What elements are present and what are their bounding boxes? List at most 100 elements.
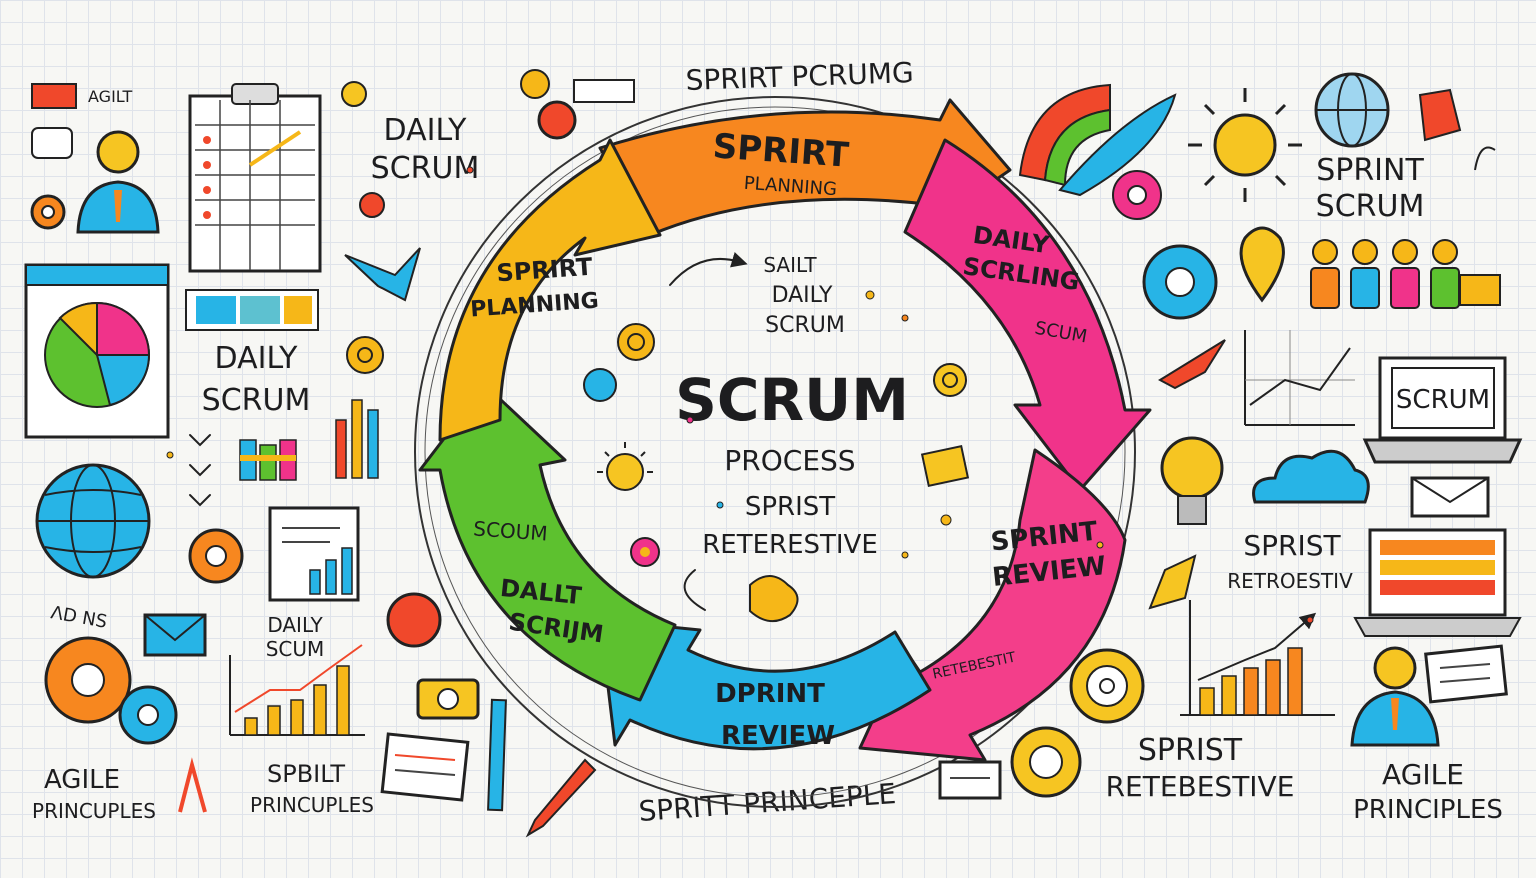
red-bird-icon [1157, 339, 1226, 390]
document-chart-icon [268, 506, 360, 602]
center-top-line2: SCRUM [765, 313, 845, 338]
sprist-right-line1: SPRIST [1243, 529, 1341, 562]
clipboard-icon [188, 83, 322, 273]
globe-icon [35, 463, 151, 579]
calendar-pie-icon [24, 263, 170, 439]
agile-principles-right-line2: PRINCIPLES [1353, 795, 1503, 825]
sprint-scrum-right-line1: SPRINT [1316, 153, 1424, 188]
daily-chart-line2: SCUM [266, 637, 325, 661]
gear-orange-icon [188, 528, 244, 584]
paint-brush-icon [525, 758, 597, 838]
checkmarks-icon [189, 434, 211, 507]
bar-chart-small-icon [335, 399, 379, 479]
sun-large-icon [1188, 88, 1302, 202]
box-icon [920, 445, 970, 487]
agile-tag-label: AGILT [88, 87, 132, 106]
center-line3: SPRIST [745, 492, 835, 522]
cloud-icon [1252, 449, 1370, 504]
center-top-line1: DAILY [772, 283, 833, 308]
blob-icon [749, 575, 799, 622]
origami-bird-icon [344, 247, 421, 302]
confetti [166, 166, 1314, 624]
flower-pink-icon [1112, 170, 1162, 220]
yellow-wing-icon [1148, 554, 1197, 610]
ring-outline-inner [424, 106, 1126, 798]
cycle-segment-green [418, 383, 677, 702]
agile-tag: AGILT [31, 83, 132, 109]
center-line2: PROCESS [724, 444, 855, 477]
pencil-icon [487, 698, 507, 812]
daily-scrum-top-line1: DAILY [384, 113, 468, 148]
sun-icon [597, 442, 653, 491]
segment-orange-line1: SPRIRT [711, 126, 850, 175]
envelope-right-icon [1410, 476, 1490, 518]
gear-small-icon [30, 194, 66, 230]
laptop-icon: SCRUM [1362, 356, 1523, 464]
center-line4: RETERESTIVE [702, 530, 878, 560]
spbilt-principles-line1: SPBILT [267, 760, 345, 788]
gear-blue-icon [1142, 244, 1218, 320]
segment-yellow-line1: SPRIRT [496, 253, 594, 288]
tape-icon [573, 79, 635, 103]
center-arrow-icon [669, 252, 748, 286]
medallion-icon [346, 336, 384, 374]
line-chart-icon [229, 644, 365, 736]
agile-principles-right-line1: AGILE [1382, 758, 1464, 791]
segment-blue-line1: DPRINT [715, 679, 825, 709]
bar-chart-colored-icon [239, 439, 297, 481]
target-small-icon [933, 363, 967, 397]
target-icon [1069, 648, 1145, 724]
cycle-segment-blue [598, 618, 932, 751]
badge-icon [341, 81, 385, 218]
laptop-stripes-icon [1353, 528, 1522, 637]
bottom-banner: SPRITT PRINCEPLE [638, 777, 898, 828]
bar-chart-right-icon [1180, 600, 1335, 716]
center-title: SCRUM [675, 366, 909, 434]
team-icon [1310, 239, 1501, 309]
sprist-bottom-line2: RETEBESTIVE [1106, 770, 1295, 803]
sprist-bottom-line1: SPRIST [1138, 733, 1243, 768]
daily-scrum-top-line2: SCRUM [371, 151, 480, 186]
flower-icon [630, 537, 660, 567]
monitor-small-icon [938, 760, 1002, 800]
agile-principles-left-line2: PRINCUPLES [32, 799, 156, 823]
top-banner: SPRIRT PCRUMG [685, 56, 914, 97]
daily-scrum-mid-line1: DAILY [215, 341, 299, 376]
globe-right-icon [1314, 72, 1390, 148]
speech-bubble-icon [31, 127, 73, 159]
location-pin-icon [1239, 226, 1285, 303]
daily-scrum-mid-line2: SCRUM [202, 383, 311, 418]
daily-chart-line1: DAILY [267, 613, 323, 637]
flower-orange-icon [520, 69, 550, 99]
sprint-scrum-right-line2: SCRUM [1316, 189, 1425, 224]
cycle-segment-pink [903, 138, 1152, 492]
scrawl-label: ɅD NS [49, 602, 109, 633]
segment-blue-line2: REVIEW [721, 721, 835, 751]
spbilt-principles-line2: PRINCUPLES [250, 793, 374, 817]
gears-icon [44, 636, 178, 745]
red-circle-icon [537, 100, 577, 140]
cycle-segment-yellow [438, 138, 662, 442]
cycle-segment-orange [598, 98, 1012, 237]
kite-icon [1418, 88, 1496, 171]
envelope-icon [143, 613, 207, 657]
ring-outline [414, 96, 1136, 808]
globe-small-icon [583, 368, 617, 402]
line-chart-right-icon [1244, 330, 1355, 426]
table-strip-icon [185, 289, 319, 331]
rainbow-icon [1018, 83, 1177, 197]
agile-principles-left-line1: AGILE [44, 765, 120, 795]
red-ball-icon [386, 592, 442, 648]
notepad-icon [380, 732, 470, 802]
laptop-screen-text: SCRUM [1396, 385, 1490, 415]
curl-arrow-icon [683, 569, 706, 611]
coin-icon [617, 323, 655, 361]
center-top-ghost: SAILT [763, 253, 817, 277]
lightbulb-icon [1160, 436, 1224, 525]
person-icon [76, 130, 160, 234]
sprist-right-line2: RETROESTIV [1227, 569, 1353, 593]
camera-icon [416, 678, 480, 720]
compass-icon [1010, 726, 1082, 798]
segment-green-line1: SCOUM [473, 516, 549, 545]
